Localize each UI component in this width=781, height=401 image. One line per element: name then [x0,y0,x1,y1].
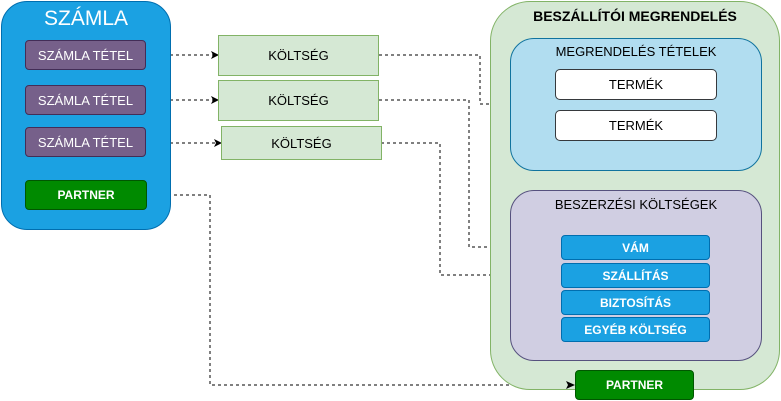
szamla-title: SZÁMLA [43,7,129,30]
arrowhead-icon [566,381,575,389]
vam[interactable]: VÁM [561,235,710,260]
szamla-tetel-3[interactable]: SZÁMLA TÉTEL [25,127,146,157]
szamla-tetel-2[interactable]: SZÁMLA TÉTEL [25,85,146,115]
beszallitoi-megrendeles-title: BESZÁLLÍTÓI MEGRENDELÉS [533,8,737,24]
edge-partner-partner [147,191,575,386]
egyeb-koltseg[interactable]: EGYÉB KÖLTSÉG [561,317,710,342]
megrendeles-tetelek-container[interactable] [510,38,762,171]
szamla-tetel-1[interactable]: SZÁMLA TÉTEL [25,40,146,70]
partner-beszallitoi[interactable]: PARTNER [575,370,694,400]
partner-szamla[interactable]: PARTNER [25,180,147,210]
koltseg-2[interactable]: KÖLTSÉG [218,80,379,121]
szallitas[interactable]: SZÁLLÍTÁS [561,263,710,288]
megrendeles-tetelek-title: MEGRENDELÉS TÉTELEK [555,43,717,59]
biztositas[interactable]: BIZTOSÍTÁS [561,290,710,315]
koltseg-1[interactable]: KÖLTSÉG [218,35,379,76]
termek-2[interactable]: TERMÉK [555,110,717,141]
koltseg-3[interactable]: KÖLTSÉG [221,126,382,160]
beszerzesi-koltsegek-title: BESZERZÉSI KÖLTSÉGEK [554,196,718,212]
termek-1[interactable]: TERMÉK [555,69,717,100]
